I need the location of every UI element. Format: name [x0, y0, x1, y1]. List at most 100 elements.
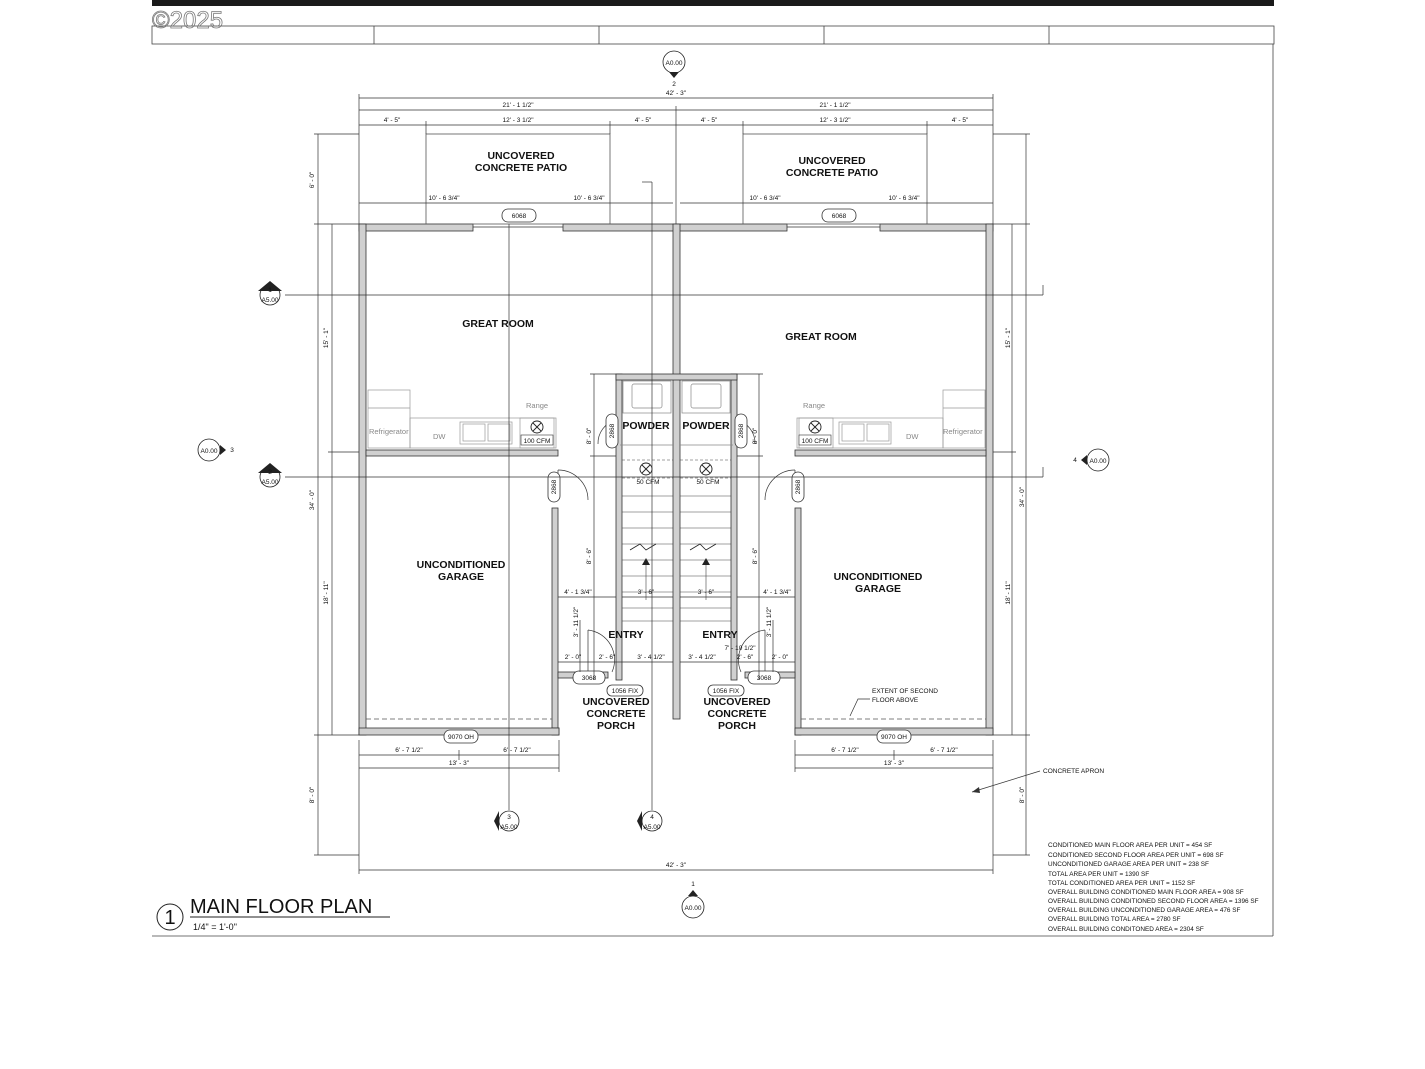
- dim-half-width-left: 21' - 1 1/2": [502, 102, 534, 109]
- fan-50-left-label: 50 CFM: [636, 479, 659, 486]
- tag-interior-door-1: [605, 413, 619, 449]
- great-room-left-label: GREAT ROOM: [462, 318, 534, 330]
- refrigerator-left-label: Refrigerator: [369, 427, 409, 436]
- tag-window-left: [606, 684, 644, 697]
- svg-text:2' - 6": 2' - 6": [599, 654, 616, 661]
- svg-text:10' - 6 3/4": 10' - 6 3/4": [573, 195, 605, 202]
- powder-right-label: POWDER: [682, 420, 730, 432]
- section-marker-1: 1 A5.00: [258, 281, 282, 306]
- svg-text:2868: 2868: [738, 423, 745, 438]
- svg-text:8' - 0": 8' - 0": [752, 427, 759, 444]
- svg-text:18' - 11": 18' - 11": [323, 581, 330, 605]
- svg-text:2' - 6": 2' - 6": [737, 654, 754, 661]
- svg-text:2: 2: [672, 81, 676, 88]
- patio-left-outline: [425, 133, 611, 225]
- svg-text:15' - 1": 15' - 1": [1005, 327, 1012, 348]
- svg-text:3: 3: [230, 447, 234, 454]
- fan-100-left-label: 100 CFM: [524, 438, 551, 445]
- svg-text:2868: 2868: [551, 479, 558, 494]
- tag-interior-door-4: [791, 471, 805, 503]
- svg-text:4' - 1 3/4": 4' - 1 3/4": [564, 589, 592, 596]
- svg-text:OVERALL BUILDING TOTAL AREA =: OVERALL BUILDING TOTAL AREA = 2780 SF: [1048, 916, 1181, 923]
- svg-text:A5.00: A5.00: [501, 824, 518, 831]
- svg-text:TOTAL CONDITIONED AREA PER UNI: TOTAL CONDITIONED AREA PER UNIT = 1152 S…: [1048, 880, 1195, 887]
- svg-text:4' - 5": 4' - 5": [701, 117, 718, 124]
- elevation-marker-left: A0.00 3: [197, 438, 234, 462]
- view-title-text: MAIN FLOOR PLAN: [190, 896, 372, 918]
- svg-text:4' - 5": 4' - 5": [384, 117, 401, 124]
- dim-overall-width-bottom: 42' - 3": [666, 862, 687, 869]
- svg-text:1: 1: [164, 907, 175, 929]
- svg-text:A5.00: A5.00: [262, 297, 279, 304]
- svg-text:1: 1: [691, 881, 695, 888]
- svg-text:7' - 10 1/2": 7' - 10 1/2": [724, 645, 756, 652]
- svg-text:A5.00: A5.00: [262, 479, 279, 486]
- title-block-strip: [151, 25, 1275, 45]
- elevation-marker-bottom: A0.00 1: [681, 881, 705, 919]
- svg-text:OVERALL BUILDING CONDITONED AR: OVERALL BUILDING CONDITONED AREA = 2304 …: [1048, 926, 1204, 933]
- section-marker-2: 2 A5.00: [258, 463, 282, 488]
- dishwasher-left-label: DW: [433, 432, 446, 441]
- svg-text:18' - 11": 18' - 11": [1005, 581, 1012, 605]
- svg-text:6' - 7 1/2": 6' - 7 1/2": [831, 747, 859, 754]
- svg-text:UNCONDITIONED GARAGE AREA PER: UNCONDITIONED GARAGE AREA PER UNIT = 238…: [1048, 861, 1209, 868]
- svg-text:A0.00: A0.00: [685, 905, 702, 912]
- svg-text:1056 FIX: 1056 FIX: [713, 688, 740, 695]
- svg-text:3: 3: [507, 814, 511, 821]
- sheet-top-bar: [152, 0, 1274, 6]
- svg-text:34' - 0": 34' - 0": [1019, 486, 1026, 507]
- svg-text:1056 FIX: 1056 FIX: [612, 688, 639, 695]
- svg-text:3' - 11 1/2": 3' - 11 1/2": [573, 606, 580, 637]
- entry-left-label: ENTRY: [608, 629, 643, 641]
- tag-garage-door-right: [876, 729, 912, 744]
- svg-text:4: 4: [650, 814, 654, 821]
- svg-text:3' - 6": 3' - 6": [698, 589, 715, 596]
- svg-text:13' - 3": 13' - 3": [449, 760, 470, 767]
- tag-entry-door-left: [572, 670, 606, 685]
- kitchen-left: [367, 389, 557, 449]
- svg-text:2868: 2868: [609, 423, 616, 438]
- fan-100-right-label: 100 CFM: [802, 438, 829, 445]
- refrigerator-right-label: Refrigerator: [943, 427, 983, 436]
- svg-text:10' - 6 3/4": 10' - 6 3/4": [428, 195, 460, 202]
- svg-text:A0.00: A0.00: [201, 448, 218, 455]
- view-scale: 1/4" = 1'-0": [193, 922, 237, 932]
- stairs: [622, 459, 731, 622]
- svg-text:6068: 6068: [832, 213, 847, 220]
- svg-text:13' - 3": 13' - 3": [884, 760, 905, 767]
- svg-text:3' - 11 1/2": 3' - 11 1/2": [766, 606, 773, 637]
- svg-text:8' - 6": 8' - 6": [752, 547, 759, 564]
- svg-text:8' - 6": 8' - 6": [586, 547, 593, 564]
- dishwasher-right-label: DW: [906, 432, 919, 441]
- section-cut-lines: [285, 181, 1044, 810]
- powder-left-label: POWDER: [622, 420, 670, 432]
- svg-text:8' - 0": 8' - 0": [586, 427, 593, 444]
- svg-text:6' - 7 1/2": 6' - 7 1/2": [930, 747, 958, 754]
- svg-text:A0.00: A0.00: [666, 60, 683, 67]
- entry-right-label: ENTRY: [702, 629, 737, 641]
- svg-text:TOTAL AREA PER UNIT = 1390 SF: TOTAL AREA PER UNIT = 1390 SF: [1048, 871, 1149, 878]
- copyright-watermark: ©2025: [152, 7, 223, 34]
- svg-text:10' - 6 3/4": 10' - 6 3/4": [888, 195, 920, 202]
- tag-patio-door-right: [821, 208, 857, 223]
- tag-garage-door-left: [443, 729, 479, 744]
- svg-text:CONDITIONED MAIN FLOOR AREA PE: CONDITIONED MAIN FLOOR AREA PER UNIT = 4…: [1048, 842, 1212, 849]
- tag-interior-door-3: [547, 471, 561, 503]
- tag-entry-door-right: [747, 670, 781, 685]
- powder-fixtures: [620, 380, 733, 446]
- svg-text:6' - 7 1/2": 6' - 7 1/2": [503, 747, 531, 754]
- svg-text:2' - 0": 2' - 0": [565, 654, 582, 661]
- section-marker-4: 4 A5.00: [637, 810, 663, 832]
- svg-text:8' - 0": 8' - 0": [309, 786, 316, 803]
- section-marker-3: 3 A5.00: [494, 810, 520, 832]
- svg-text:2: 2: [268, 469, 272, 476]
- svg-text:2' - 0": 2' - 0": [772, 654, 789, 661]
- patio-right-outline: [742, 133, 928, 225]
- fan-icon: [530, 420, 822, 476]
- svg-text:3' - 6": 3' - 6": [638, 589, 655, 596]
- svg-text:4: 4: [1073, 457, 1077, 464]
